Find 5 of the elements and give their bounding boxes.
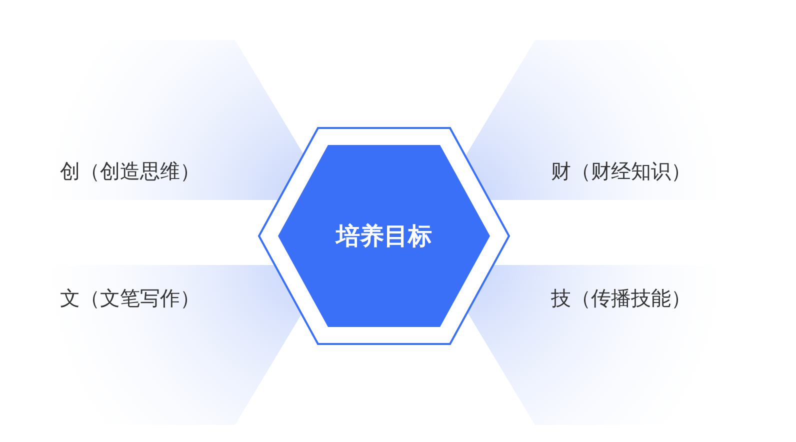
category-label: 创（创造思维） — [60, 159, 200, 183]
category-label: 技（传播技能） — [551, 286, 691, 310]
category-label: 财（财经知识） — [551, 159, 691, 183]
category-label: 文（文笔写作） — [60, 286, 200, 310]
center-title: 培养目标 — [336, 221, 432, 252]
